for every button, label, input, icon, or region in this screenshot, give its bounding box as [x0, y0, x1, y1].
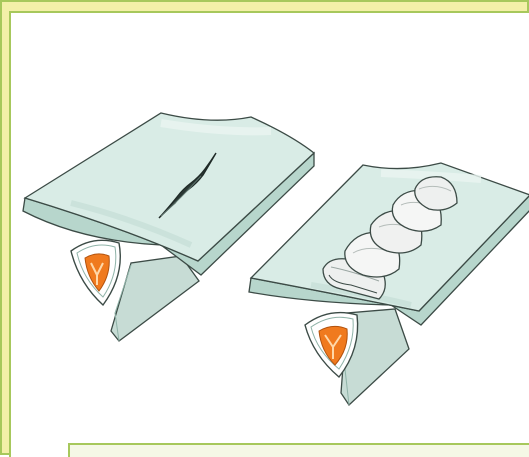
right-figure	[249, 163, 529, 405]
illustration-panel	[9, 11, 529, 457]
left-figure	[23, 113, 314, 341]
left-support-fin	[111, 256, 199, 341]
surgical-illustration	[11, 13, 529, 457]
